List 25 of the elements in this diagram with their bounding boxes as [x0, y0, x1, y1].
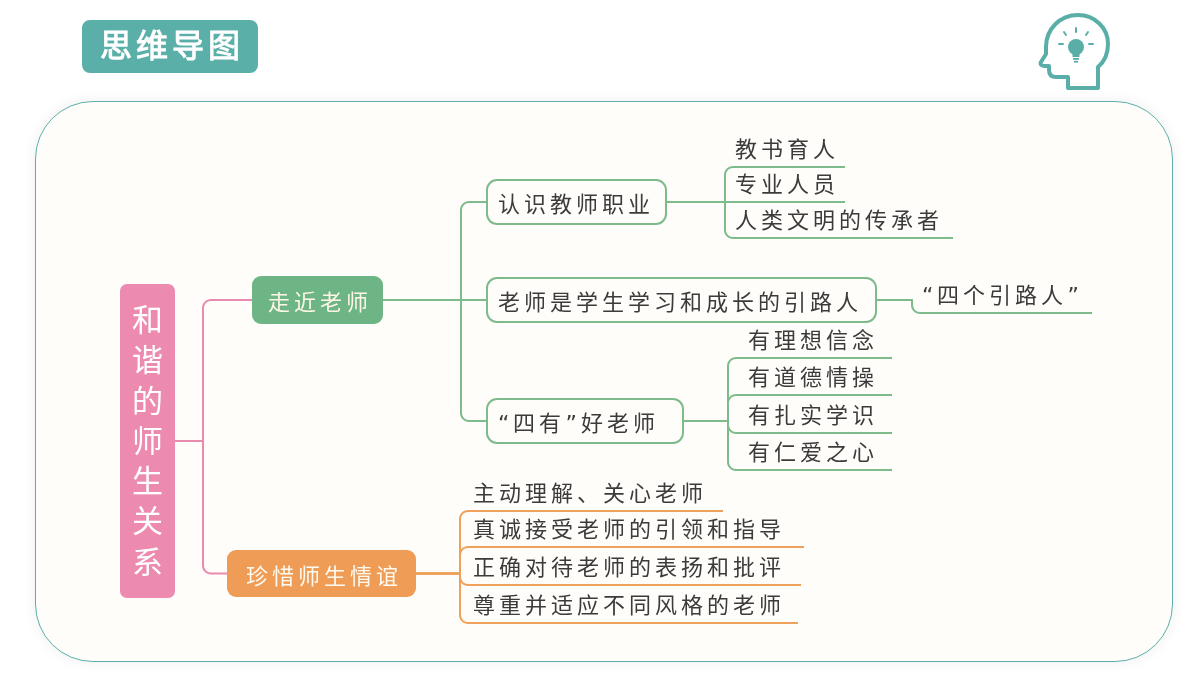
central-topic-box: 和谐的师生关系	[120, 284, 175, 598]
leaf-topic: 有扎实学识	[736, 402, 892, 434]
connector-line	[382, 299, 487, 422]
main-branch-box: 走近老师	[252, 276, 383, 324]
leaf-topic: 主动理解、关心老师	[468, 480, 723, 512]
leaf-topic: 有理想信念	[736, 327, 892, 359]
leaf-topic: 真诚接受老师的引领和指导	[468, 516, 804, 548]
leaf-topic: “四个引路人”	[920, 282, 1092, 314]
subtopic-box: 认识教师职业	[486, 179, 667, 225]
leaf-topic: 正确对待老师的表扬和批评	[468, 554, 801, 586]
subtopic-box: “四有”好老师	[486, 398, 684, 444]
connector-line	[415, 572, 469, 624]
leaf-topic: 教书育人	[733, 136, 845, 168]
subtopic-box: 老师是学生学习和成长的引路人	[486, 277, 877, 323]
leaf-topic: 尊重并适应不同风格的老师	[468, 592, 798, 624]
leaf-topic: 专业人员	[733, 171, 845, 203]
connector-line	[683, 420, 737, 471]
leaf-topic: 人类文明的传承者	[733, 207, 953, 239]
connector-line	[174, 440, 228, 575]
connector-line	[666, 201, 734, 239]
leaf-topic: 有道德情操	[736, 364, 892, 396]
title-badge: 思维导图	[82, 20, 258, 73]
connector-line	[876, 299, 921, 314]
main-branch-box: 珍惜师生情谊	[227, 550, 416, 597]
leaf-topic: 有仁爱之心	[736, 439, 892, 471]
